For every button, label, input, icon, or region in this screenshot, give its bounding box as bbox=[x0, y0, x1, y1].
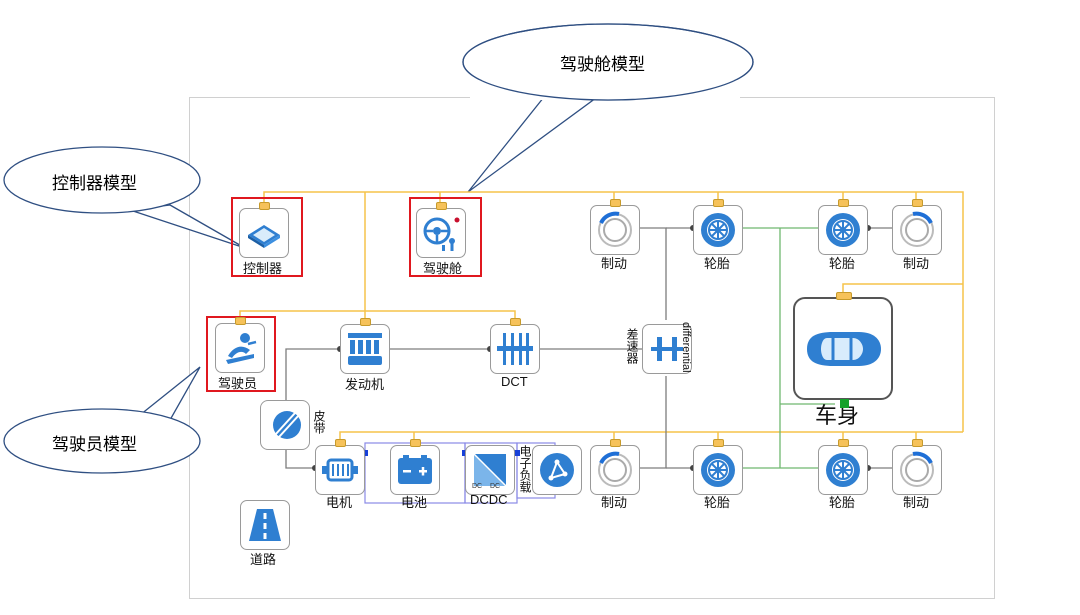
dcdc-label: DCDC bbox=[470, 492, 508, 507]
gearbox-icon bbox=[497, 333, 533, 365]
tire-fl-label: 轮胎 bbox=[704, 256, 731, 271]
brake-rr-block[interactable] bbox=[892, 445, 942, 495]
motor-port bbox=[335, 439, 346, 447]
cockpit-highlight bbox=[409, 197, 482, 277]
controller-highlight bbox=[231, 197, 303, 277]
driver-block[interactable] bbox=[215, 323, 265, 373]
dct-block[interactable] bbox=[490, 324, 540, 374]
brake-fr-label: 制动 bbox=[903, 256, 930, 271]
callout-cockpit bbox=[462, 23, 754, 193]
battery-label: 电池 bbox=[401, 495, 428, 510]
dcdc-block[interactable] bbox=[465, 445, 515, 495]
car-icon bbox=[807, 331, 881, 366]
tire-fl-port bbox=[713, 199, 724, 207]
brake-disc-icon bbox=[900, 211, 934, 247]
brake-fr-block[interactable] bbox=[892, 205, 942, 255]
dcdc-mini-2: DC bbox=[490, 483, 501, 490]
brake-disc-icon bbox=[598, 211, 632, 247]
brake-rl-port bbox=[610, 439, 621, 447]
callout-driver bbox=[3, 366, 201, 474]
dcdc-converter-icon bbox=[473, 453, 507, 487]
controller-block[interactable] bbox=[239, 208, 289, 258]
tire-fr-label: 轮胎 bbox=[829, 256, 856, 271]
brake-fl-block[interactable] bbox=[590, 205, 640, 255]
differential-icon bbox=[651, 337, 683, 361]
differential-label-en: differential bbox=[680, 322, 692, 373]
tire-fl-block[interactable] bbox=[693, 205, 743, 255]
controller-chip-icon bbox=[248, 225, 280, 248]
tire-icon bbox=[701, 213, 735, 247]
belt-icon bbox=[273, 411, 301, 439]
tire-rr-block[interactable] bbox=[818, 445, 868, 495]
tire-fr-block[interactable] bbox=[818, 205, 868, 255]
e-load-icon bbox=[540, 453, 574, 487]
driver-port bbox=[235, 317, 246, 325]
differential-block[interactable] bbox=[642, 324, 692, 374]
cockpit-block[interactable] bbox=[416, 208, 466, 258]
road-icon bbox=[249, 509, 281, 541]
brake-disc-icon bbox=[900, 451, 934, 487]
differential-label-cn: 差速器 bbox=[625, 328, 639, 364]
brake-disc-icon bbox=[598, 451, 632, 487]
engine-pistons-icon bbox=[348, 333, 382, 365]
belt-block[interactable] bbox=[260, 400, 310, 450]
driver-label: 驾驶员 bbox=[218, 376, 258, 391]
tire-rl-label: 轮胎 bbox=[704, 495, 731, 510]
tire-icon bbox=[826, 453, 860, 487]
tire-icon bbox=[826, 213, 860, 247]
belt-label: 皮带 bbox=[312, 410, 326, 434]
brake-fl-label: 制动 bbox=[601, 256, 628, 271]
motor-block[interactable] bbox=[315, 445, 365, 495]
road-block[interactable] bbox=[240, 500, 290, 550]
controller-port bbox=[259, 202, 270, 210]
e-load-label: 电子负载 bbox=[518, 445, 532, 493]
driver-figure-icon bbox=[226, 333, 257, 364]
tire-rl-block[interactable] bbox=[693, 445, 743, 495]
dct-label: DCT bbox=[501, 374, 528, 389]
brake-rl-block[interactable] bbox=[590, 445, 640, 495]
engine-port bbox=[360, 318, 371, 326]
brake-rr-label: 制动 bbox=[903, 495, 930, 510]
controller-label: 控制器 bbox=[243, 261, 283, 276]
tire-fr-port bbox=[838, 199, 849, 207]
motor-label: 电机 bbox=[326, 495, 353, 510]
battery-icon bbox=[398, 455, 432, 484]
engine-block[interactable] bbox=[340, 324, 390, 374]
callout-controller bbox=[3, 146, 246, 249]
battery-port bbox=[410, 439, 421, 447]
vehicle-body-label: 车身 bbox=[815, 403, 860, 428]
tire-rr-label: 轮胎 bbox=[829, 495, 856, 510]
callout-controller-text: 控制器模型 bbox=[52, 174, 137, 193]
dcdc-mini-1: DC bbox=[472, 483, 483, 490]
tire-icon bbox=[701, 453, 735, 487]
callout-cockpit-text: 驾驶舱模型 bbox=[560, 55, 645, 74]
tire-rl-port bbox=[713, 439, 724, 447]
brake-fr-port bbox=[912, 199, 923, 207]
cockpit-port bbox=[436, 202, 447, 210]
battery-block[interactable] bbox=[390, 445, 440, 495]
e-load-block[interactable] bbox=[532, 445, 582, 495]
cockpit-label: 驾驶舱 bbox=[423, 261, 463, 276]
vehicle-body-connector bbox=[840, 399, 849, 408]
motor-icon bbox=[322, 458, 358, 482]
brake-rl-label: 制动 bbox=[601, 495, 628, 510]
vehicle-body-block[interactable] bbox=[793, 297, 893, 400]
vehicle-body-port bbox=[836, 292, 852, 300]
dct-port bbox=[510, 318, 521, 326]
callout-driver-text: 驾驶员模型 bbox=[52, 435, 137, 454]
engine-label: 发动机 bbox=[345, 377, 385, 392]
brake-rr-port bbox=[912, 439, 923, 447]
steering-wheel-icon bbox=[423, 217, 460, 251]
tire-rr-port bbox=[838, 439, 849, 447]
brake-fl-port bbox=[610, 199, 621, 207]
road-label: 道路 bbox=[250, 552, 277, 567]
